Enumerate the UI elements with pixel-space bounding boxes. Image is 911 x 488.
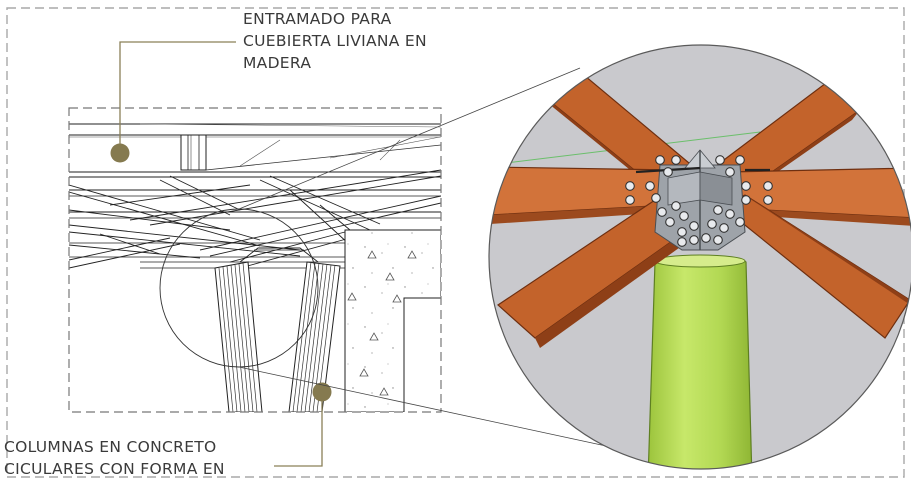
steel-connector-plates [635, 149, 770, 251]
roof-structure-label: ENTRAMADO PARA CUEBIERTA LIVIANA EN MADE… [243, 8, 427, 74]
column-label: COLUMNAS EN CONCRETO CICULARES CON FORMA… [4, 436, 225, 480]
connection-detail-view [488, 44, 911, 470]
roof-structure-label-line-3: MADERA [243, 54, 312, 72]
elevation-frame [68, 107, 442, 413]
bolts [625, 155, 773, 247]
projection-line-top [238, 67, 581, 210]
top-callout-leader [119, 41, 236, 153]
detail-circle-outline [488, 44, 911, 470]
top-callout-marker [110, 143, 130, 163]
roof-structure-label-line-1: ENTRAMADO PARA [243, 10, 392, 28]
projection-line-bottom [238, 366, 621, 450]
elevation-view [68, 107, 442, 413]
bottom-callout-marker [312, 382, 332, 402]
column-label-line-1: COLUMNAS EN CONCRETO [4, 438, 217, 456]
bottom-callout-leader [274, 392, 323, 467]
concrete-column [647, 256, 753, 469]
roof-structure-label-line-2: CUEBIERTA LIVIANA EN [243, 32, 427, 50]
column-label-line-2: CICULARES CON FORMA EN [4, 460, 225, 478]
sheet-frame [6, 7, 905, 478]
